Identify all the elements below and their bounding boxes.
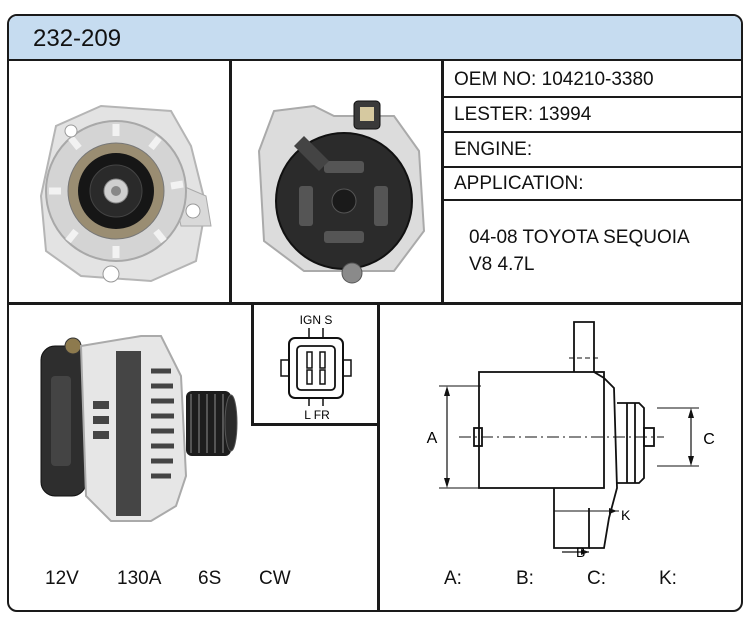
divider-spec-2 — [441, 131, 741, 133]
divider-v2 — [441, 61, 444, 302]
rating-rotation: CW — [259, 568, 291, 589]
spec-sheet: 232-209 OEM NO: 104210-3380 LESTER: 1399… — [7, 14, 743, 612]
engine-row: ENGINE: — [454, 139, 532, 161]
divider-spec-3 — [441, 166, 741, 168]
rating-amperage: 130A — [117, 568, 162, 589]
dim-field-b: B: — [516, 568, 534, 589]
rating-voltage: 12V — [45, 568, 79, 589]
dim-field-k: K: — [659, 568, 677, 589]
dim-field-c: C: — [587, 568, 606, 589]
divider-spec-4 — [441, 199, 741, 201]
connector-bottom-labels: L FR — [304, 408, 330, 420]
oem-row: OEM NO: 104210-3380 — [454, 69, 654, 91]
divider-v4 — [377, 302, 380, 610]
dimension-drawing: A C K B — [427, 321, 715, 558]
divider-h-mid — [9, 302, 741, 305]
application-text: 04-08 TOYOTA SEQUOIA V8 4.7L — [469, 224, 690, 278]
divider-v3 — [251, 302, 254, 425]
header-bar: 232-209 — [9, 16, 741, 61]
lester-value: 13994 — [538, 104, 592, 125]
application-row: APPLICATION: — [454, 173, 584, 195]
oem-label: OEM NO: — [454, 69, 537, 90]
connector-diagram: IGN S L FR — [280, 313, 352, 420]
alternator-side-image — [40, 335, 238, 522]
engine-label: ENGINE: — [454, 139, 533, 160]
dim-label-a: A — [427, 430, 438, 447]
application-line-2: V8 4.7L — [469, 254, 535, 275]
divider-spec-1 — [441, 96, 741, 98]
dim-label-k: K — [621, 507, 631, 523]
connector-top-labels: IGN S — [300, 313, 333, 327]
part-number: 232-209 — [33, 25, 122, 52]
application-label: APPLICATION: — [454, 173, 584, 194]
divider-v1 — [229, 61, 232, 302]
divider-connector-bottom — [251, 423, 379, 426]
alternator-rear-image — [257, 100, 426, 284]
oem-value: 104210-3380 — [541, 69, 654, 90]
rating-pulley: 6S — [198, 568, 222, 589]
lester-label: LESTER: — [454, 104, 534, 125]
alternator-front-image — [39, 104, 212, 283]
application-line-1: 04-08 TOYOTA SEQUOIA — [469, 227, 690, 248]
dim-label-c: C — [703, 431, 715, 448]
dim-label-b: B — [576, 544, 585, 558]
lester-row: LESTER: 13994 — [454, 104, 591, 126]
dim-field-a: A: — [444, 568, 462, 589]
